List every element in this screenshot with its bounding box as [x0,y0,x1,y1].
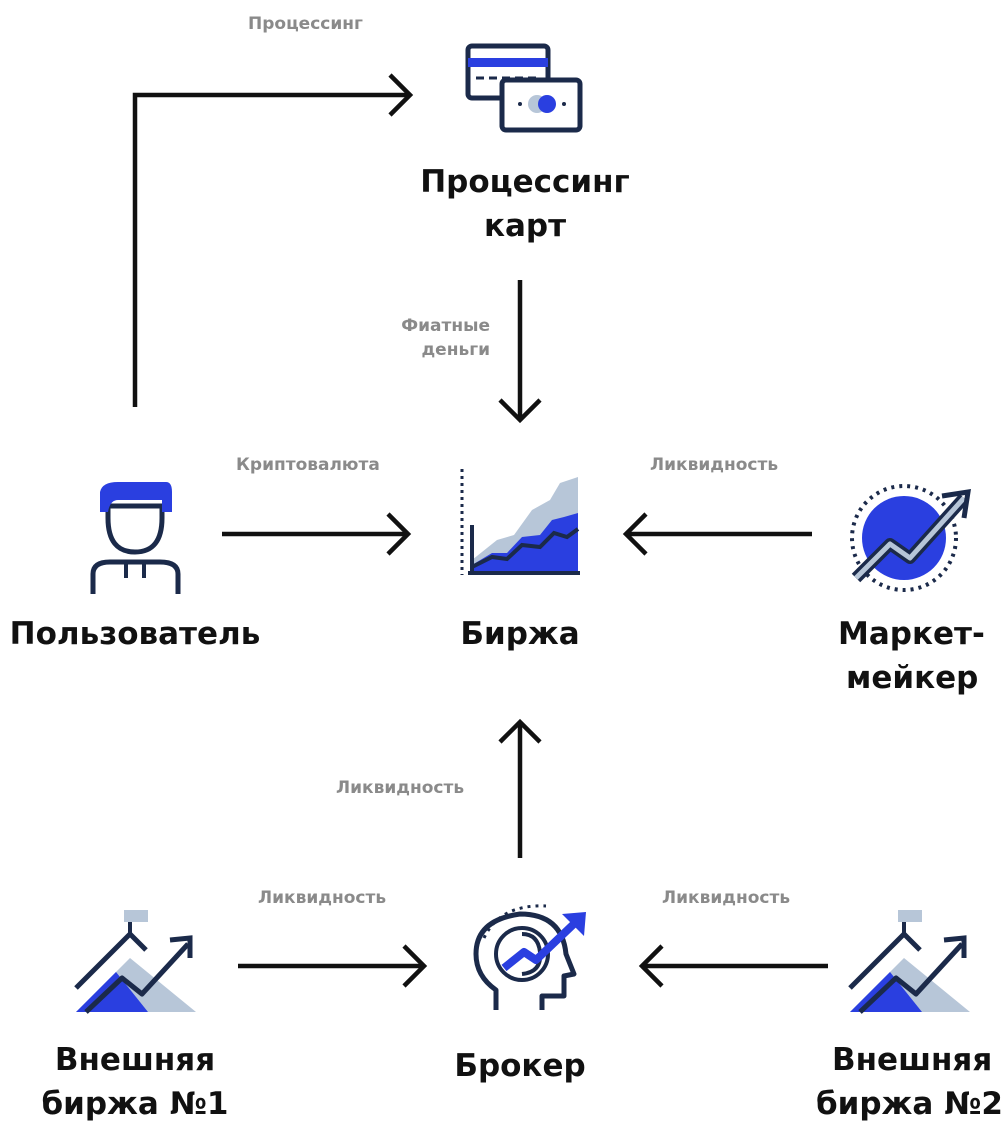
edge-label-broker-to-exchange: Ликвидность [336,778,465,798]
edge-label-ext1-to-broker: Ликвидность [258,888,387,908]
ext2-label-line1: Внешняя [832,1042,993,1078]
ext1-label-line1: Внешняя [54,1042,216,1078]
arrowhead-user-to-processing [388,73,414,117]
edge-label-user-to-exchange: Криптовалюта [236,455,380,475]
ext2-label: Внешняя биржа №2 [810,1038,1003,1126]
edge-label-maker-to-exchange: Ликвидность [650,455,779,475]
user-label: Пользователь [9,616,261,652]
processing-label-line2: карт [483,208,567,244]
arrow-user-to-processing [132,92,408,407]
market-maker-label-line2: мейкер [846,660,979,696]
trading-chart-icon [460,469,580,575]
arrowhead-ext1-to-broker [402,944,428,988]
edge-label-processing-to-exchange: Фиатные деньги [360,314,490,362]
arrowhead-broker-to-exchange [498,718,542,744]
growth-circle-icon [850,484,971,592]
arrowhead-ext2-to-broker [638,944,664,988]
ext1-label: Внешняя биржа №1 [20,1038,250,1126]
mountain-flag-icon [74,910,196,1014]
brain-head-icon [473,904,586,1010]
user-icon [90,482,181,594]
market-maker-label-line1: Маркет- [838,616,985,652]
ext2-label-line2: биржа №2 [816,1086,1003,1122]
arrowhead-maker-to-exchange [622,512,648,556]
market-maker-label: Маркет- мейкер [822,612,1002,700]
edge-label-user-to-processing: Процессинг [248,14,363,34]
arrowhead-processing-to-exchange [498,398,542,424]
edge-label-fiat-line1: Фиатные [401,316,490,336]
processing-label-line1: Процессинг [420,164,630,200]
edge-label-ext2-to-broker: Ликвидность [662,888,791,908]
edge-label-fiat-line2: деньги [421,340,490,360]
ext1-label-line2: биржа №1 [41,1086,229,1122]
arrowhead-user-to-exchange [386,512,412,556]
processing-label: Процессинг карт [400,160,650,248]
credit-card-icon [465,43,583,133]
mountain-flag-icon [848,910,970,1014]
broker-label: Брокер [454,1048,586,1084]
exchange-label: Биржа [460,616,580,652]
